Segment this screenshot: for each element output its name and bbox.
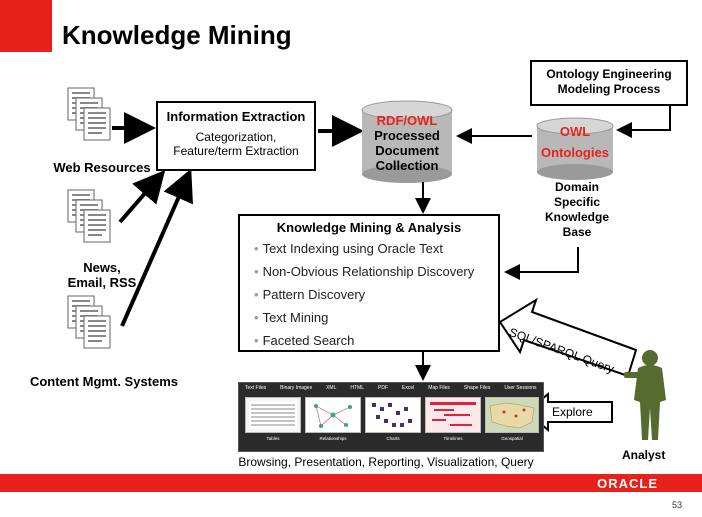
- source-label-cms: Content Mgmt. Systems: [29, 374, 179, 389]
- viz-panel-label: Charts: [386, 436, 400, 441]
- analysis-item: •Text Indexing using Oracle Text: [254, 241, 443, 256]
- analysis-item: •Faceted Search: [254, 333, 355, 348]
- red-corner-block: [0, 0, 52, 52]
- oracle-logo: ORACLE: [597, 476, 658, 491]
- analyst-label: Analyst: [622, 448, 666, 462]
- viz-panel-tables: Tables: [245, 397, 301, 441]
- viz-tab[interactable]: Binary Images: [280, 385, 313, 391]
- viz-panel-charts: Charts: [365, 397, 421, 441]
- information-extraction-box: Information Extraction Categorization, F…: [156, 101, 316, 171]
- owl-store-top-label: OWL: [559, 124, 591, 139]
- rdf-store-top-label: RDF/OWL: [376, 113, 438, 128]
- web-docs-icon: [67, 87, 111, 141]
- map-thumbnail-icon: [489, 402, 535, 429]
- visualization-caption: Browsing, Presentation, Reporting, Visua…: [238, 455, 534, 469]
- viz-tab[interactable]: Shape Files: [463, 385, 491, 391]
- analysis-item: •Text Mining: [254, 310, 329, 325]
- arrow-cms-to-extraction: [120, 168, 193, 327]
- slide-title: Knowledge Mining: [62, 20, 292, 50]
- viz-panel-label: Relationships: [319, 436, 347, 441]
- knowledge-mining-analysis-box: Knowledge Mining & Analysis •Text Indexi…: [238, 214, 500, 352]
- viz-tab-row: Text Files Binary Images XML HTML PDF Ex…: [239, 383, 543, 393]
- arrow-news-to-extraction: [118, 169, 166, 224]
- analyst-figure-icon: [624, 350, 666, 440]
- footer-bar: [0, 474, 702, 492]
- explore-label: Explore: [552, 405, 593, 419]
- visualization-strip: Text Files Binary Images XML HTML PDF Ex…: [238, 382, 544, 452]
- news-docs-icon: [67, 189, 111, 243]
- viz-panel-label: Tables: [266, 436, 280, 441]
- viz-tab[interactable]: PDF: [378, 385, 388, 391]
- owl-store-body: Ontologies: [541, 145, 609, 160]
- arrow-kb-to-analysis: [504, 247, 579, 280]
- viz-tab[interactable]: XML: [326, 385, 337, 391]
- heatmap-thumbnail-icon: [372, 403, 412, 427]
- viz-panel-geospatial: Geospatial: [485, 397, 539, 441]
- analysis-item: •Non-Obvious Relationship Discovery: [254, 264, 475, 279]
- analysis-item: •Pattern Discovery: [254, 287, 366, 302]
- arrow-ontology-to-owl: [616, 106, 671, 138]
- viz-panel-timelines: Timelines: [425, 397, 481, 441]
- viz-tab[interactable]: Excel: [402, 385, 415, 391]
- page-number: 53: [671, 500, 682, 510]
- viz-panel-label: Geospatial: [501, 436, 523, 441]
- source-label-news: News, Email, RSS: [67, 260, 137, 290]
- rdf-store-cylinder: [361, 100, 453, 183]
- viz-tab[interactable]: Map Files: [428, 385, 450, 391]
- explore-arrow-shape: [525, 391, 613, 433]
- viz-panel-label: Timelines: [443, 436, 463, 441]
- source-label-web: Web Resources: [53, 160, 151, 175]
- viz-tab[interactable]: Text Files: [245, 385, 267, 391]
- ontology-engineering-box: Ontology Engineering Modeling Process: [530, 60, 688, 106]
- information-extraction-body: Categorization, Feature/term Extraction: [173, 130, 299, 158]
- rdf-store-body: Processed Document Collection: [374, 128, 440, 173]
- cms-docs-icon: [67, 295, 111, 349]
- sql-sparql-arrow-shape: [498, 297, 638, 378]
- viz-tab[interactable]: HTML: [350, 385, 364, 391]
- table-thumbnail-icon: [249, 401, 297, 429]
- viz-panel-relationships: Relationships: [305, 397, 361, 441]
- owl-store-cylinder: [536, 117, 614, 180]
- knowledge-base-caption: Domain Specific Knowledge Base: [544, 180, 609, 239]
- timeline-thumbnail-icon: [430, 402, 476, 426]
- analysis-title: Knowledge Mining & Analysis: [276, 220, 462, 235]
- information-extraction-title: Information Extraction: [166, 109, 306, 124]
- network-graph-icon: [314, 404, 352, 428]
- viz-tab[interactable]: User Sessions: [504, 385, 537, 391]
